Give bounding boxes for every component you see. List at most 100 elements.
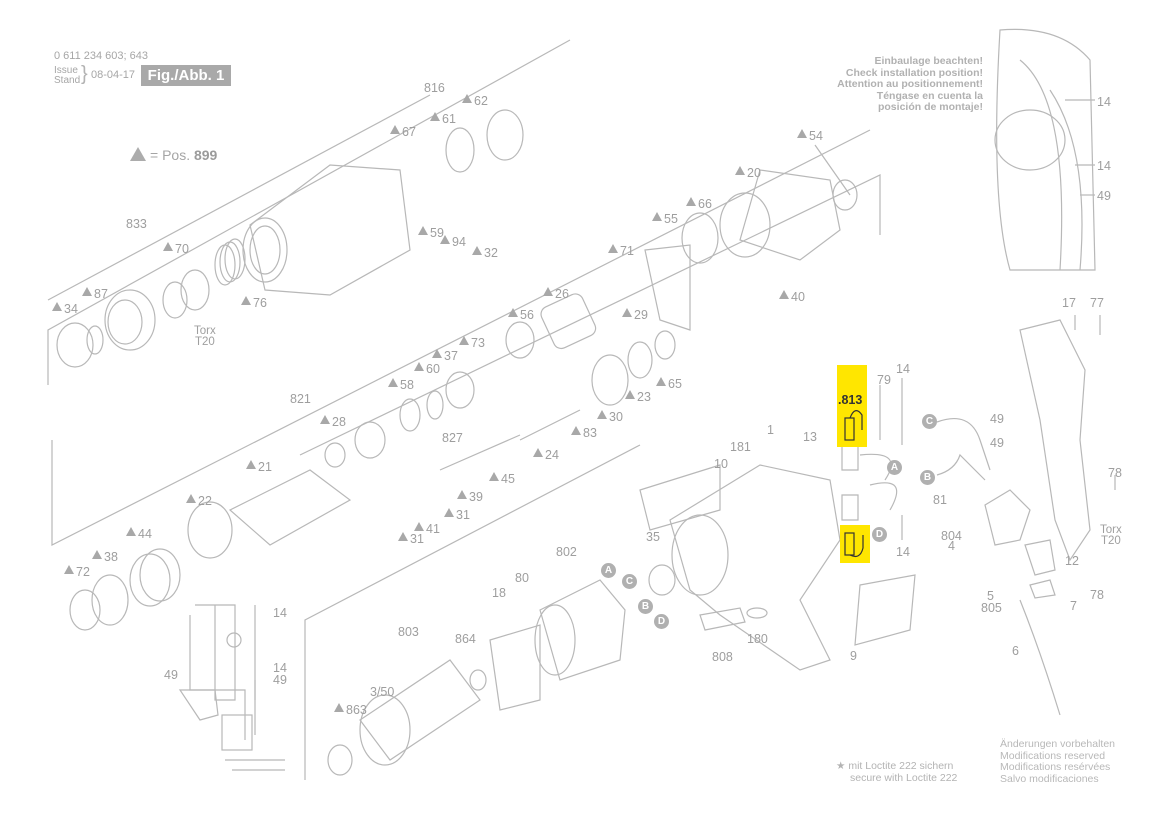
part-number: 73: [471, 336, 485, 350]
part-label: 26: [543, 287, 569, 301]
part-label: 864: [455, 633, 476, 646]
tool-holder: [228, 469, 352, 546]
part-number: 81: [933, 493, 947, 507]
part-number: 49: [164, 668, 178, 682]
part-label: 816: [424, 82, 445, 95]
armature: [359, 659, 481, 761]
triangle-icon: [489, 472, 499, 481]
part-label: 14: [1097, 96, 1111, 109]
triangle-icon: [459, 336, 469, 345]
mods-line: Modifications resérvées: [1000, 761, 1111, 773]
triangle-icon: [414, 362, 424, 371]
part-number: 77: [1090, 296, 1104, 310]
part-label: 805: [981, 602, 1002, 615]
part-number: 180: [747, 632, 768, 646]
part-label: 67: [390, 125, 416, 139]
part-number: 21: [258, 460, 272, 474]
connector-d: D: [654, 614, 669, 629]
part-number: 18: [492, 586, 506, 600]
triangle-icon: [414, 522, 424, 531]
connector-c: C: [622, 574, 637, 589]
part-number: 55: [664, 212, 678, 226]
triangle-icon: [186, 494, 196, 503]
connector-a: A: [887, 460, 902, 475]
connector-b: B: [638, 599, 653, 614]
part-number: 30: [609, 410, 623, 424]
part-label: 24: [533, 448, 559, 462]
fan-baffle: [489, 624, 541, 711]
part-number: 61: [442, 112, 456, 126]
triangle-icon: [52, 302, 62, 311]
part-number: 1: [767, 423, 774, 437]
part-number: 35: [646, 530, 660, 544]
part-label: 76: [241, 296, 267, 310]
modifications-note: Änderungen vorbehalten Modifications res…: [1000, 738, 1115, 785]
part-label: 39: [457, 490, 483, 504]
part-number: 54: [809, 129, 823, 143]
part-label: 28: [320, 415, 346, 429]
part-label: 804: [941, 530, 962, 543]
triangle-icon: [430, 112, 440, 121]
part-label: 61: [430, 112, 456, 126]
part-label: 66: [686, 197, 712, 211]
part-label: 71: [608, 244, 634, 258]
inset-drawing: [996, 28, 1096, 271]
part-number: 23: [637, 390, 651, 404]
part-label: 802: [556, 546, 577, 559]
triangle-icon: [444, 508, 454, 517]
triangle-legend: = Pos. 899: [130, 147, 217, 162]
part-label: 70: [163, 242, 189, 256]
part-number: 31: [456, 508, 470, 522]
triangle-icon: [652, 212, 662, 221]
part-number: 78: [1108, 466, 1122, 480]
note-line: Check installation position!: [845, 66, 983, 79]
note-line: Einbaulage beachten!: [874, 55, 983, 67]
part-label: 44: [126, 527, 152, 541]
part-label: 65: [656, 377, 682, 391]
mods-line: Modifications reserved: [1000, 749, 1106, 762]
part-number: 802: [556, 545, 577, 559]
part-number: 803: [398, 625, 419, 639]
part-number: 833: [126, 217, 147, 231]
part-number: 14: [1097, 159, 1111, 173]
triangle-icon: [432, 349, 442, 358]
part-number: 22: [198, 494, 212, 508]
loctite-line-1: mit Loctite 222 sichern: [848, 760, 954, 772]
part-label: 4: [948, 540, 955, 553]
switch: [984, 489, 1031, 546]
triangle-icon: [625, 390, 635, 399]
part-number: 38: [104, 550, 118, 564]
part-number: 7: [1070, 599, 1077, 613]
figure-label: Fig./Abb. 1: [141, 65, 231, 86]
legend-equals: = Pos.: [150, 147, 191, 163]
part-label: 49: [990, 413, 1004, 426]
part-label: 34: [52, 302, 78, 316]
part-number: 827: [442, 431, 463, 445]
part-label: 6: [1012, 645, 1019, 658]
part-number: 9: [850, 649, 857, 663]
part-number: 864: [455, 632, 476, 646]
part-number: 28: [332, 415, 346, 429]
part-label: 60: [414, 362, 440, 376]
part-number: 6: [1012, 644, 1019, 658]
triangle-icon: [597, 410, 607, 419]
brace: }: [81, 63, 88, 85]
part-number: 83: [583, 426, 597, 440]
stand-label: Stand: [54, 75, 81, 86]
part-label: 54: [797, 129, 823, 143]
connector-d: D: [872, 527, 887, 542]
part-number: 29: [634, 308, 648, 322]
part-number: 34: [64, 302, 78, 316]
part-number: 72: [76, 565, 90, 579]
part-number: 20: [747, 166, 761, 180]
part-label: 81: [933, 494, 947, 507]
loctite-note: ★ mit Loctite 222 sichern secure with Lo…: [836, 760, 957, 784]
triangle-icon: [388, 378, 398, 387]
triangle-icon: [779, 290, 789, 299]
part-number: 805: [981, 601, 1002, 615]
part-number: 13: [803, 430, 817, 444]
part-label: 77: [1090, 297, 1104, 310]
star-icon: ★: [836, 760, 846, 772]
part-label: 31: [398, 532, 424, 546]
triangle-icon: [126, 527, 136, 536]
